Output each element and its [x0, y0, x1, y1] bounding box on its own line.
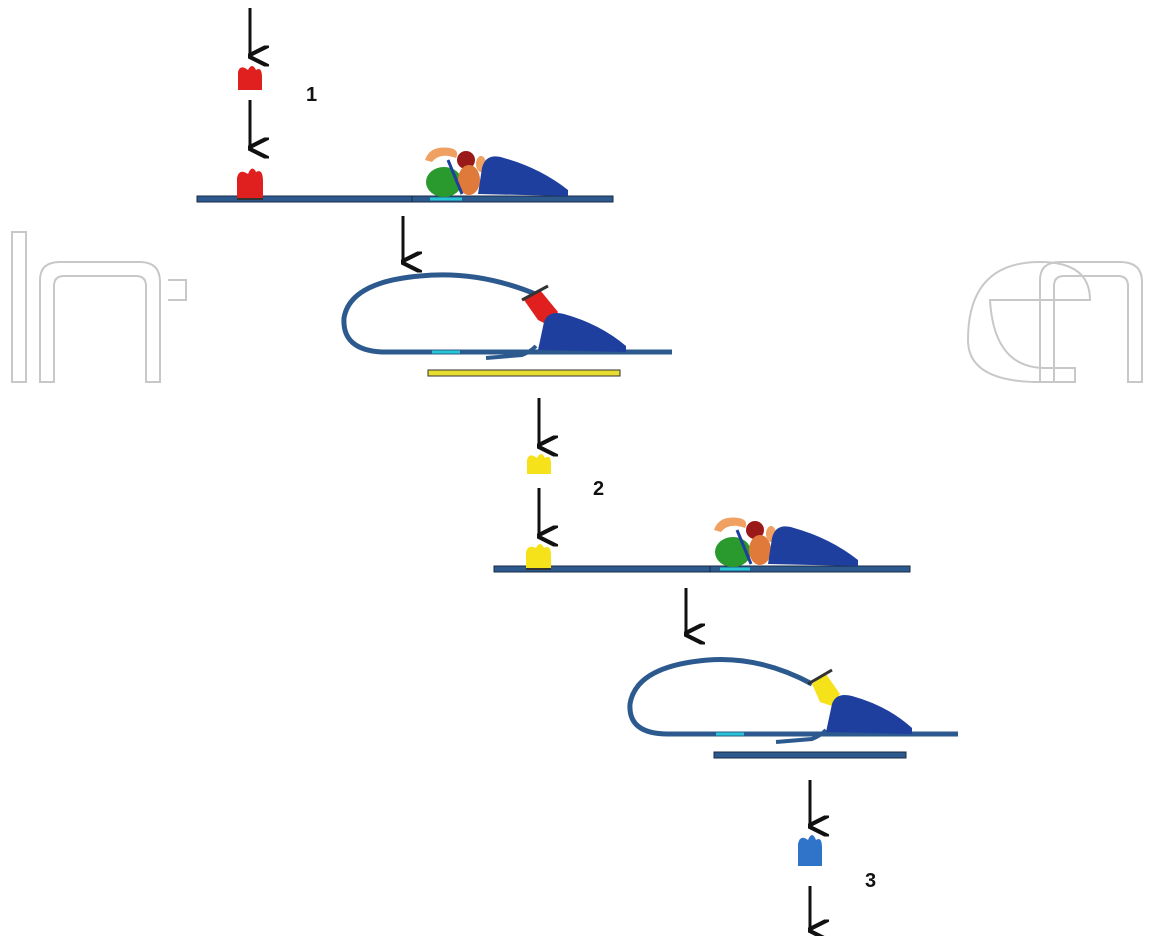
activator-icon	[812, 674, 840, 706]
step-2-group	[493, 398, 958, 759]
step-3-group	[798, 780, 822, 930]
activator-icon	[527, 454, 551, 474]
activator-icon	[526, 544, 551, 570]
polymerase-icon	[768, 526, 858, 566]
activator-icon	[798, 835, 822, 866]
dna-loop-icon	[627, 657, 958, 759]
gtf-complex	[425, 147, 568, 197]
step-label-2: 2	[593, 478, 605, 500]
transcript-bar	[427, 369, 621, 377]
gtf-complex	[714, 517, 858, 567]
activator-icon	[237, 168, 263, 200]
activator-icon	[238, 66, 262, 90]
transcript-bar	[713, 751, 907, 759]
polymerase-icon	[478, 156, 568, 196]
polymerase-icon	[826, 695, 912, 734]
dna-strand-icon	[493, 565, 911, 573]
dna-strand-icon	[196, 195, 614, 203]
step-1-group	[196, 8, 672, 377]
dna-loop-icon	[341, 272, 672, 377]
step-label-3: 3	[865, 870, 877, 892]
step-label-1: 1	[306, 84, 318, 106]
polymerase-icon	[538, 313, 626, 352]
watermark	[11, 231, 1143, 383]
